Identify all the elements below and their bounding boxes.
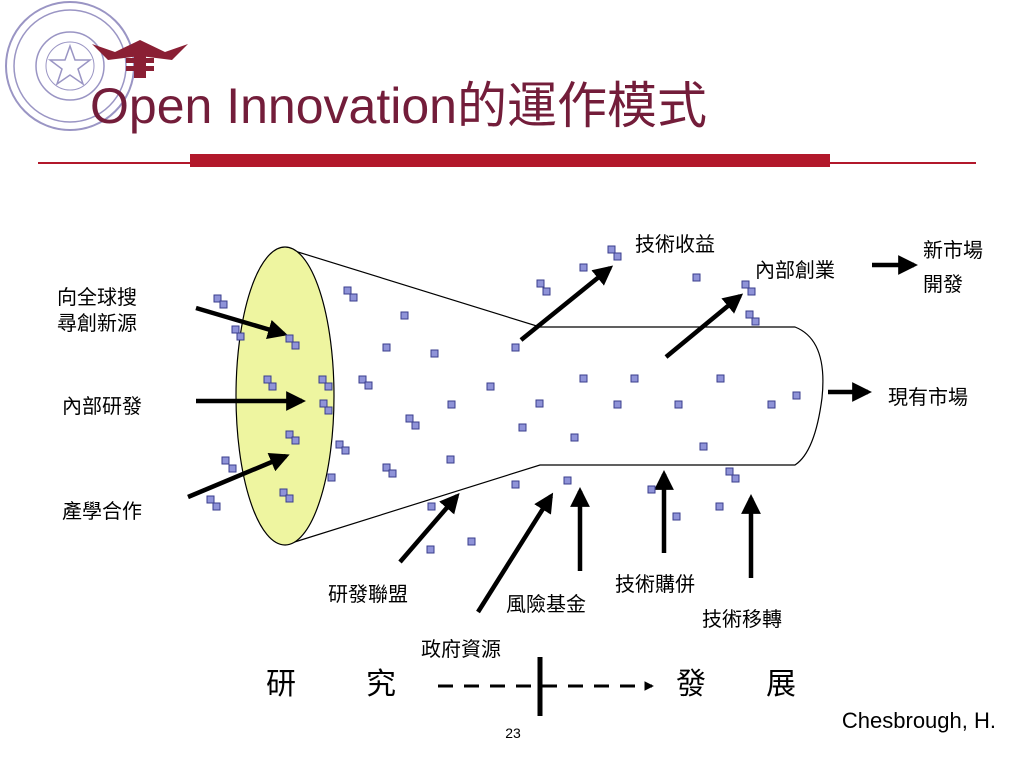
title-divider-thick xyxy=(190,154,830,167)
arrow-global-search xyxy=(195,305,288,340)
label-global-search-line2: 尋創新源 xyxy=(57,311,137,335)
funnel-mouth xyxy=(235,246,335,546)
label-existing-market: 現有市場 xyxy=(888,385,968,409)
timeline-research-char1: 研 xyxy=(266,667,296,702)
arrow-rd-alliance xyxy=(398,493,460,564)
label-internal-venture: 內部創業 xyxy=(755,258,835,282)
timeline-development-char1: 發 xyxy=(676,667,706,702)
label-global-search-line1: 向全球搜 xyxy=(57,285,137,309)
timeline-development-char2: 展 xyxy=(766,667,796,702)
label-tech-acquisition: 技術購併 xyxy=(615,572,695,596)
idea-dots xyxy=(206,245,801,554)
label-licensing-revenue: 技術收益 xyxy=(635,232,715,256)
page-number: 23 xyxy=(505,725,521,741)
emblem-icon xyxy=(92,40,188,78)
slide-title: Open Innovation的運作模式 xyxy=(90,78,707,134)
label-internal-rd: 內部研發 xyxy=(62,394,142,418)
label-new-market-line1: 新市場 xyxy=(923,238,983,262)
label-tech-transfer: 技術移轉 xyxy=(702,607,782,631)
university-logo xyxy=(5,1,188,131)
citation: Chesbrough, H. xyxy=(841,708,996,733)
funnel-outline xyxy=(284,247,824,546)
timeline-research-char2: 究 xyxy=(366,667,396,702)
arrow-industry-academia xyxy=(187,452,290,500)
label-government: 政府資源 xyxy=(421,637,501,661)
arrow-government xyxy=(476,492,554,614)
arrow-licensing-revenue xyxy=(519,265,614,342)
label-new-market-line2: 開發 xyxy=(923,272,963,296)
label-venture-fund: 風險基金 xyxy=(506,592,586,616)
arrow-internal-venture xyxy=(664,293,744,359)
label-industry-academia: 產學合作 xyxy=(62,499,142,523)
label-rd-alliance: 研發聯盟 xyxy=(328,582,408,606)
